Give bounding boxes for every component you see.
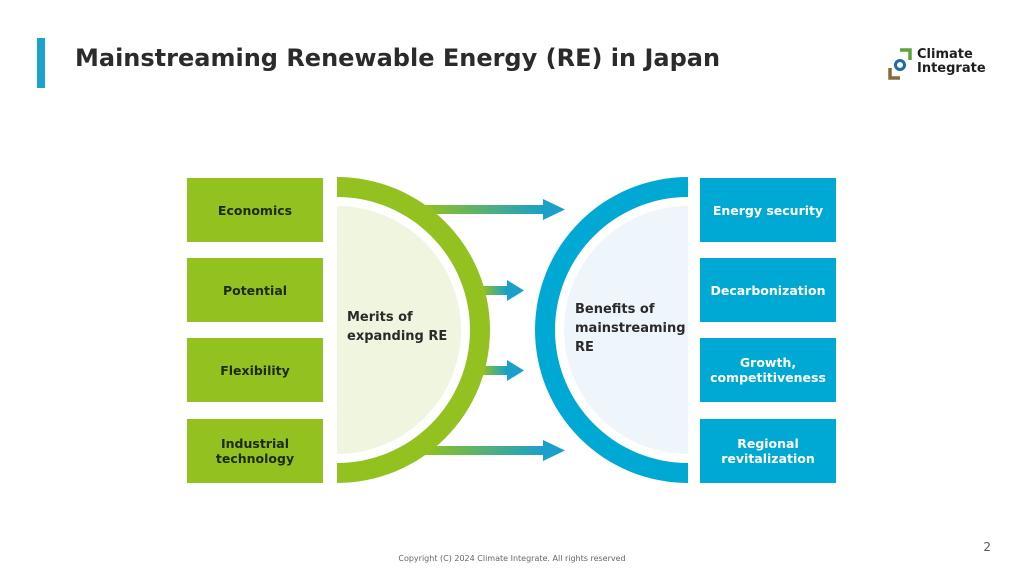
merit-box-flexibility: Flexibility: [187, 338, 323, 402]
merit-box-economics: Economics: [187, 178, 323, 242]
page-number: 2: [983, 540, 991, 554]
benefit-box-energy-security: Energy security: [700, 178, 836, 242]
arrow-2: [482, 280, 524, 301]
merit-box-potential: Potential: [187, 258, 323, 322]
benefit-box-growth-competitiveness: Growth, competitiveness: [700, 338, 836, 402]
page-title: Mainstreaming Renewable Energy (RE) in J…: [75, 44, 721, 72]
merits-semicircle-fill: [337, 206, 461, 454]
arrow-1: [425, 199, 565, 220]
benefits-semicircle-ring: [535, 177, 688, 483]
benefit-box-decarbonization: Decarbonization: [700, 258, 836, 322]
arrow-4: [425, 440, 565, 461]
arrow-3: [482, 360, 524, 381]
climate-integrate-logo: Climate Integrate: [886, 48, 996, 82]
logo-text-line2: Integrate: [917, 61, 986, 76]
copyright-footer: Copyright (C) 2024 Climate Integrate. Al…: [398, 554, 626, 563]
merit-box-industrial-technology: Industrial technology: [187, 419, 323, 483]
benefit-box-regional-revitalization: Regional revitalization: [700, 419, 836, 483]
merits-label: Merits of expanding RE: [347, 310, 448, 344]
title-accent-bar: [37, 38, 45, 88]
merits-semicircle-ring: [337, 177, 490, 483]
logo-text-line1: Climate: [917, 47, 973, 62]
logo-mark-icon: [888, 48, 912, 80]
benefits-semicircle-fill: [564, 206, 688, 454]
benefits-label: Benefits of mainstreaming RE: [575, 302, 686, 355]
